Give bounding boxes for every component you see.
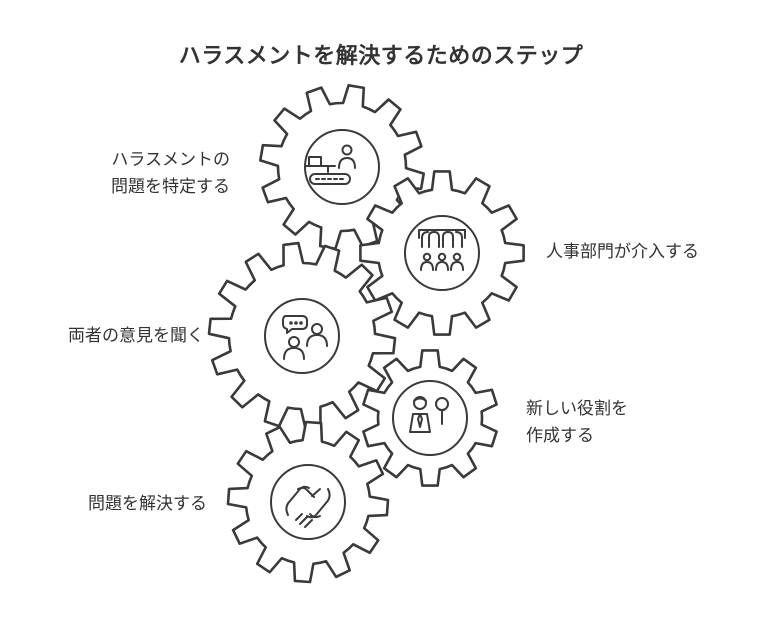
gear-resolve: [226, 420, 390, 584]
conversation-icon: [264, 298, 340, 374]
gear-listen: [207, 241, 397, 431]
diagram-title: ハラスメントを解決するためのステップ: [178, 44, 584, 69]
step-label-identify: ハラスメントの 問題を特定する: [111, 147, 230, 201]
step-label-identify-line2: 問題を特定する: [111, 177, 230, 197]
hr-team-icon: [404, 215, 480, 291]
step-label-new-role-line2: 作成する: [526, 426, 594, 446]
handshake-icon: [270, 464, 346, 540]
gears-group: [207, 84, 525, 584]
worker-conveyor-icon: [304, 129, 380, 205]
step-label-hr-line1: 人事部門が介入する: [546, 242, 699, 262]
step-label-hr: 人事部門が介入する: [546, 239, 699, 266]
new-role-icon: [392, 380, 468, 456]
step-label-new-role: 新しい役割を 作成する: [526, 396, 628, 450]
step-label-resolve-line1: 問題を解決する: [88, 494, 207, 514]
step-label-new-role-line1: 新しい役割を: [526, 399, 628, 419]
step-label-listen: 両者の意見を聞く: [68, 323, 204, 350]
gear-new-role: [362, 349, 498, 487]
step-label-listen-line1: 両者の意見を聞く: [68, 326, 204, 346]
step-label-identify-line1: ハラスメントの: [111, 150, 230, 170]
step-label-resolve: 問題を解決する: [88, 491, 207, 518]
